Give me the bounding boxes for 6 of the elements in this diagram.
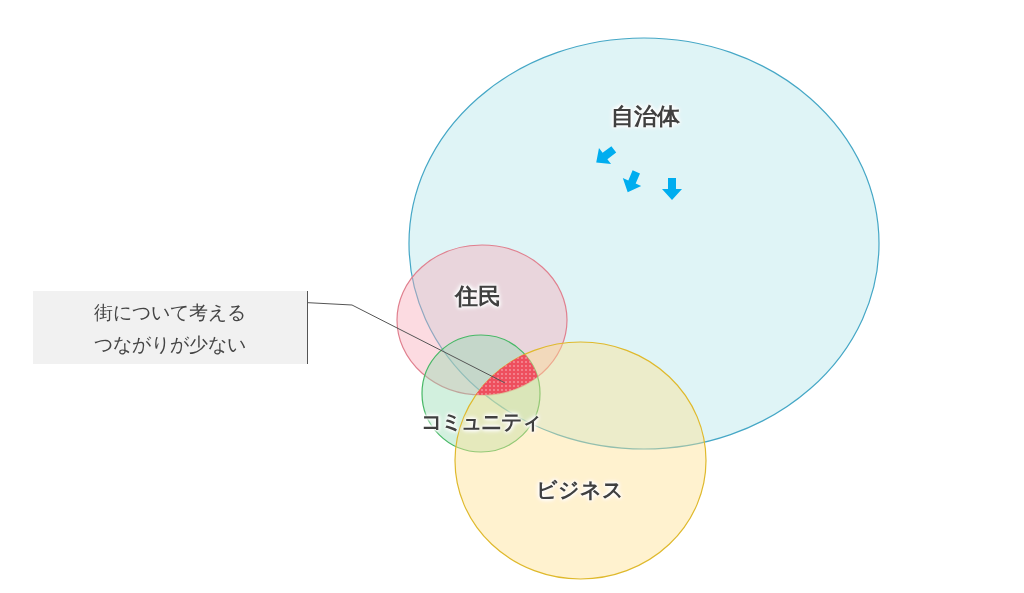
circle-label: 住民	[455, 283, 501, 311]
callout-text: 街について考えるつながりが少ない	[93, 299, 247, 357]
leader-line	[307, 302, 506, 384]
callout-box	[33, 291, 308, 364]
circle-label: ビジネス	[536, 478, 624, 504]
circle-label: 自治体	[610, 103, 680, 131]
